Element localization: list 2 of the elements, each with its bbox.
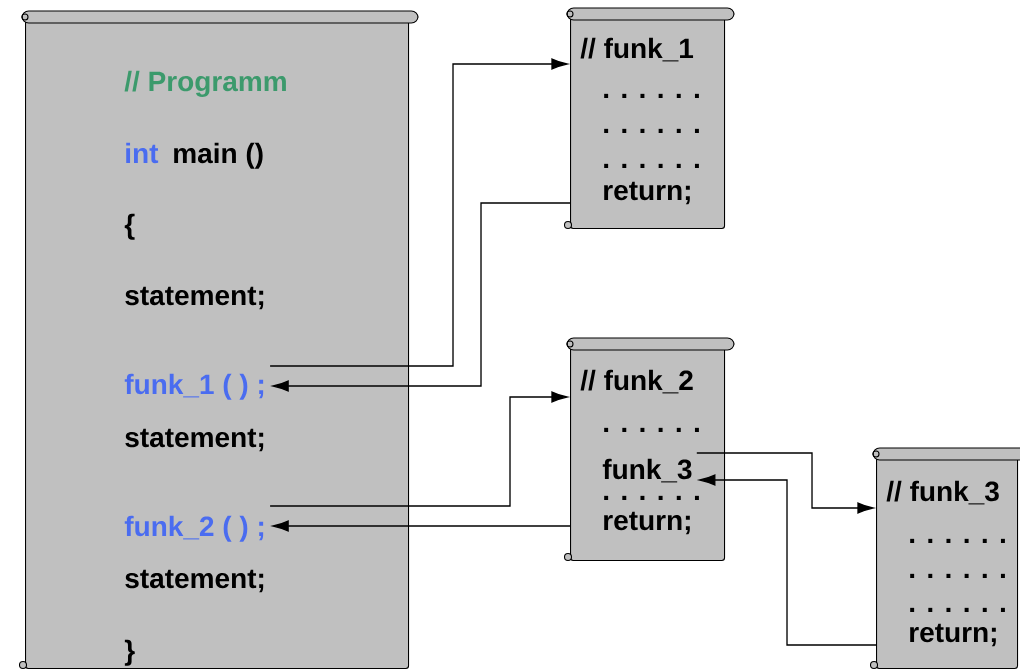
arrow bbox=[696, 452, 874, 514]
arrow bbox=[699, 474, 877, 646]
